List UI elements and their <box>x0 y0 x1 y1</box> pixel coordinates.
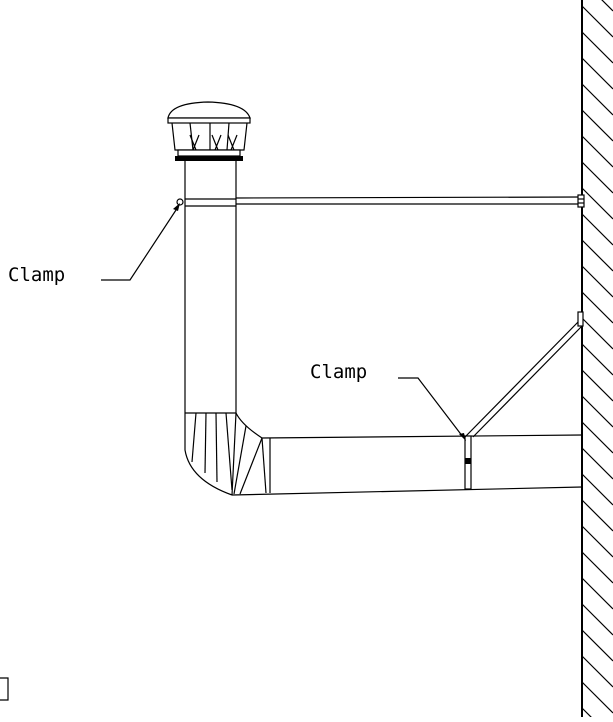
diagonal-brace <box>464 311 584 438</box>
wall-hatching <box>581 0 613 722</box>
chimney-cap <box>167 101 251 161</box>
hatch-line <box>581 135 613 168</box>
hatch-line <box>581 239 613 272</box>
hatch-line <box>581 109 613 142</box>
hatch-line <box>581 577 613 610</box>
hatch-line <box>581 447 613 480</box>
wall-strap <box>235 194 585 208</box>
hatch-line <box>581 343 613 376</box>
leader-lines <box>101 203 466 441</box>
hatch-line <box>581 317 613 350</box>
hatch-line <box>581 187 613 220</box>
hatch-line <box>581 525 613 558</box>
hatch-line <box>601 0 613 12</box>
hatch-line <box>581 551 613 584</box>
horizontal-pipe <box>231 434 583 496</box>
hatch-line <box>581 473 613 506</box>
hatch-line <box>581 369 613 402</box>
hatch-line <box>581 421 613 454</box>
hatch-line <box>581 629 613 662</box>
hatch-line <box>581 5 613 38</box>
pipe-elbow <box>184 412 263 496</box>
wall <box>581 0 613 722</box>
hatch-line <box>581 31 613 64</box>
clamp-label-lower: Clamp <box>310 361 367 383</box>
hatch-line <box>581 707 597 722</box>
hatch-line <box>581 213 613 246</box>
hatch-line <box>581 265 613 298</box>
hatch-line <box>581 291 613 324</box>
frame-fragment <box>0 677 9 701</box>
hatch-line <box>581 603 613 636</box>
hatch-line <box>581 499 613 532</box>
hatch-line <box>581 681 613 714</box>
hatch-line <box>581 655 613 688</box>
hatch-line <box>581 57 613 90</box>
upper-clamp-bolt <box>176 198 184 206</box>
hatch-line <box>581 83 613 116</box>
hatch-line <box>581 395 613 428</box>
vertical-pipe <box>176 161 237 414</box>
hatch-line <box>581 161 613 194</box>
clamp-label-upper: Clamp <box>8 264 65 286</box>
